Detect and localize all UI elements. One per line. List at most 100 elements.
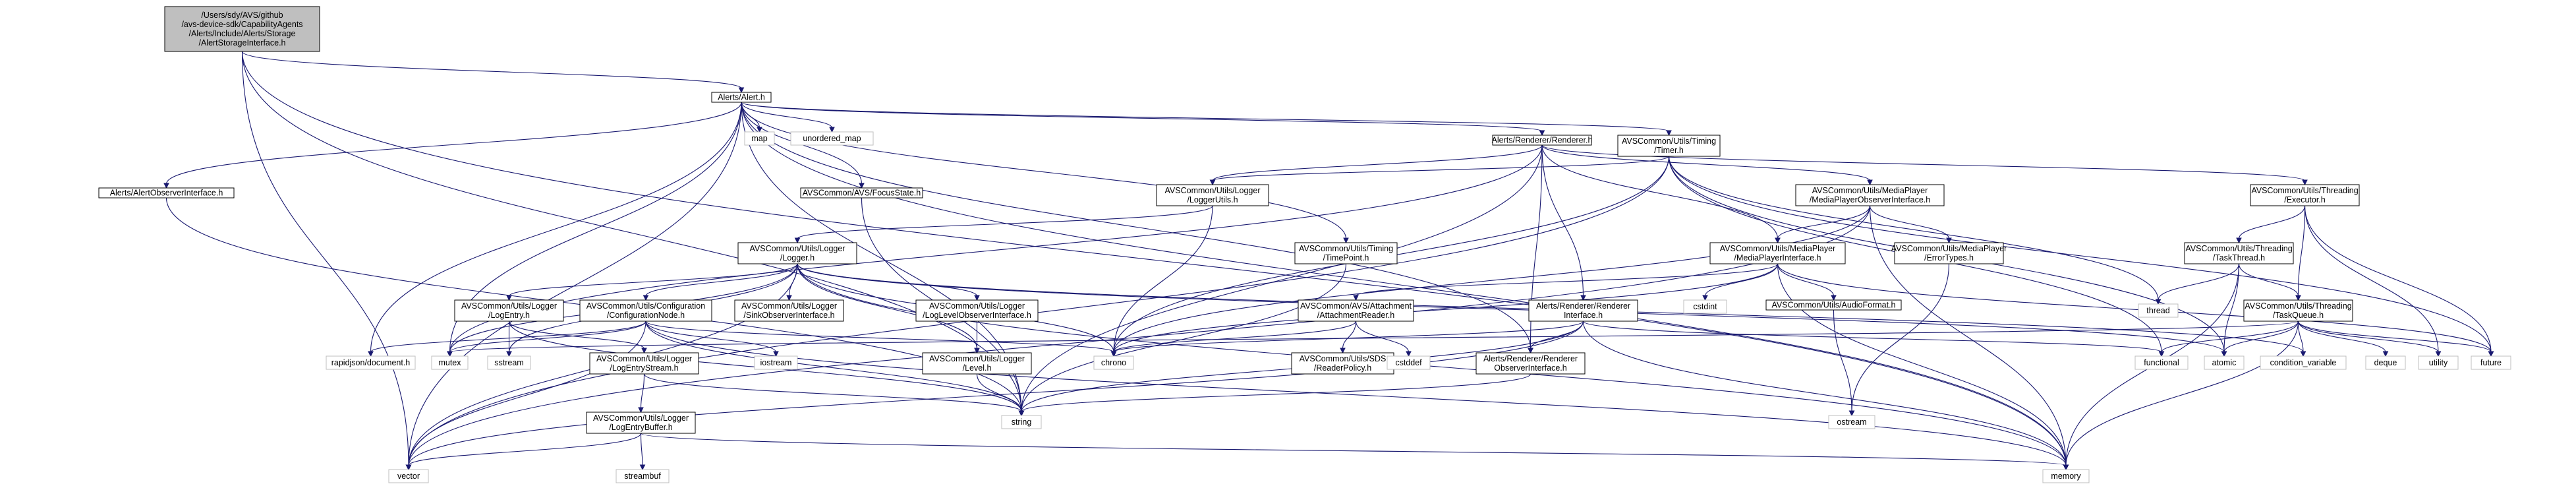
node-mpi[interactable]: AVSCommon/Utils/MediaPlayer/MediaPlayerI…: [1709, 242, 1846, 264]
edge-mpobs-to-chrono: [1110, 205, 1871, 357]
edge-confignode-to-mutex: [447, 321, 646, 357]
node-chrono: chrono: [1093, 355, 1134, 370]
edge-line: [640, 433, 643, 466]
node-mpobs[interactable]: AVSCommon/Utils/MediaPlayer/MediaPlayerO…: [1795, 184, 1945, 206]
node-box: [1475, 352, 1586, 375]
node-label-line: /ErrorTypes.h: [1924, 253, 1974, 262]
node-box: [1093, 355, 1134, 370]
node-box: [98, 187, 235, 199]
node-logentry[interactable]: AVSCommon/Utils/Logger/LogEntry.h: [454, 299, 564, 322]
node-alert[interactable]: Alerts/Alert.h: [711, 92, 772, 103]
node-box: [1156, 184, 1269, 206]
edge-arrowhead: [2063, 464, 2069, 471]
node-functional: functional: [2134, 355, 2189, 370]
node-box: [1294, 242, 1398, 264]
node-label-line: AVSCommon/Utils/AudioFormat.h: [1771, 301, 1895, 310]
edge-line: [1113, 321, 1357, 353]
edge-renderer-to-rendererif: [1541, 144, 1586, 301]
node-logentrybuffer[interactable]: AVSCommon/Utils/Logger/LogEntryBuffer.h: [586, 412, 696, 434]
edge-attachreader-to-cstddef: [1355, 321, 1412, 357]
node-taskqueue[interactable]: AVSCommon/Utils/Threading/TaskQueue.h: [2243, 299, 2353, 322]
node-label-line: /Level.h: [963, 363, 992, 373]
node-sinkobs[interactable]: AVSCommon/Utils/Logger/SinkObserverInter…: [734, 299, 844, 322]
node-taskthread[interactable]: AVSCommon/Utils/Threading/TaskThread.h: [2184, 242, 2294, 264]
edge-arrowhead: [405, 464, 412, 471]
node-sdsreader[interactable]: AVSCommon/Utils/SDS/ReaderPolicy.h: [1291, 352, 1394, 375]
node-loggerutils[interactable]: AVSCommon/Utils/Logger/LoggerUtils.h: [1156, 184, 1269, 206]
node-confignode[interactable]: AVSCommon/Utils/Configuration/Configurat…: [579, 299, 712, 322]
edge-renderer-to-string: [1018, 144, 1543, 417]
edge-arrowhead: [1702, 295, 1708, 301]
node-cstdint: cstdint: [1683, 299, 1727, 314]
edge-arrowhead: [794, 237, 801, 244]
node-timepoint[interactable]: AVSCommon/Utils/Timing/TimePoint.h: [1294, 242, 1398, 264]
edge-line: [1833, 309, 1852, 412]
edge-arrowhead: [2382, 351, 2389, 357]
node-box: [2471, 355, 2511, 370]
edge-logentrybuffer-to-vector: [405, 433, 642, 471]
node-label-line: /Timer.h: [1654, 146, 1684, 155]
edge-arrowhead: [1110, 351, 1117, 357]
node-executor[interactable]: AVSCommon/Utils/Threading/Executor.h: [2250, 184, 2360, 206]
edge-rendererobs-to-string: [1018, 373, 1531, 417]
node-renderer[interactable]: Alerts/Renderer/Renderer.h: [1492, 135, 1593, 146]
node-label-line: /MediaPlayerObserverInterface.h: [1810, 195, 1930, 204]
edge-arrowhead: [1848, 410, 1855, 417]
edge-line: [2158, 263, 2240, 301]
edge-confignode-to-vector: [405, 321, 646, 471]
edge-line: [1777, 205, 1871, 239]
node-label-line: AVSCommon/Utils/Threading: [2251, 186, 2358, 195]
node-level[interactable]: AVSCommon/Utils/Logger/Level.h: [922, 352, 1032, 375]
edge-line: [976, 373, 1022, 412]
edge-line: [370, 321, 646, 353]
node-box: [1492, 135, 1592, 146]
node-logger[interactable]: AVSCommon/Utils/Logger/Logger.h: [737, 242, 857, 264]
node-label-line: AVSCommon/Utils/Threading: [2185, 244, 2292, 253]
edge-line: [508, 321, 645, 350]
edge-line: [408, 321, 1584, 466]
nodes-layer: /Users/sdy/AVS/github/avs-device-sdk/Cap…: [98, 6, 2511, 483]
edge-line: [449, 321, 2299, 353]
edge-line: [645, 263, 798, 297]
node-alertobs[interactable]: Alerts/AlertObserverInterface.h: [98, 187, 235, 199]
edge-taskqueue-to-functional: [2158, 321, 2299, 357]
node-label-line: /TaskQueue.h: [2273, 311, 2324, 320]
edge-arrowhead: [638, 407, 644, 413]
node-box: [800, 187, 923, 199]
node-logentrystream[interactable]: AVSCommon/Utils/Logger/LogEntryStream.h: [589, 352, 699, 375]
edge-line: [2297, 321, 2439, 353]
node-focusstate[interactable]: AVSCommon/AVS/FocusState.h: [800, 187, 923, 199]
edge-line: [645, 321, 2067, 466]
edge-logentrybuffer-to-streambuf: [639, 433, 646, 471]
node-label-line: /AlertStorageInterface.h: [198, 38, 285, 47]
node-timer[interactable]: AVSCommon/Utils/Timing/Timer.h: [1617, 135, 1721, 157]
edge-line: [449, 321, 646, 353]
edge-arrowhead: [1831, 295, 1837, 301]
node-label-line: /TaskThread.h: [2213, 253, 2265, 262]
edge-audioformat-to-ostream: [1833, 309, 1855, 417]
edge-line: [741, 102, 1543, 132]
node-thread: thread: [2138, 303, 2179, 318]
edge-arrowhead: [1340, 348, 1346, 354]
node-label-line: string: [1012, 417, 1032, 427]
node-box: [1001, 415, 1042, 429]
edge-line: [165, 102, 742, 185]
node-box: [615, 469, 670, 483]
node-audioformat[interactable]: AVSCommon/Utils/AudioFormat.h: [1765, 299, 1902, 311]
node-box: [915, 299, 1039, 322]
node-box: [2204, 355, 2245, 370]
node-root[interactable]: /Users/sdy/AVS/github/avs-device-sdk/Cap…: [164, 6, 320, 52]
edge-line: [1342, 321, 1357, 350]
edge-line: [1668, 156, 2159, 301]
node-rendererobs[interactable]: Alerts/Renderer/RendererObserverInterfac…: [1475, 352, 1586, 375]
node-label-line: Alerts/Renderer/Renderer.h: [1492, 136, 1593, 145]
node-label-line: AVSCommon/Utils/Configuration: [587, 301, 705, 311]
edge-line: [408, 102, 742, 466]
node-errortypes[interactable]: AVSCommon/Utils/MediaPlayer/ErrorTypes.h: [1891, 242, 2007, 264]
node-loglevelobs[interactable]: AVSCommon/Utils/Logger/LogLevelObserverI…: [915, 299, 1039, 322]
edge-loggerutils-to-logger: [794, 205, 1213, 244]
node-attachreader[interactable]: AVSCommon/AVS/Attachment/AttachmentReade…: [1298, 299, 1414, 322]
node-label-line: map: [751, 134, 767, 143]
